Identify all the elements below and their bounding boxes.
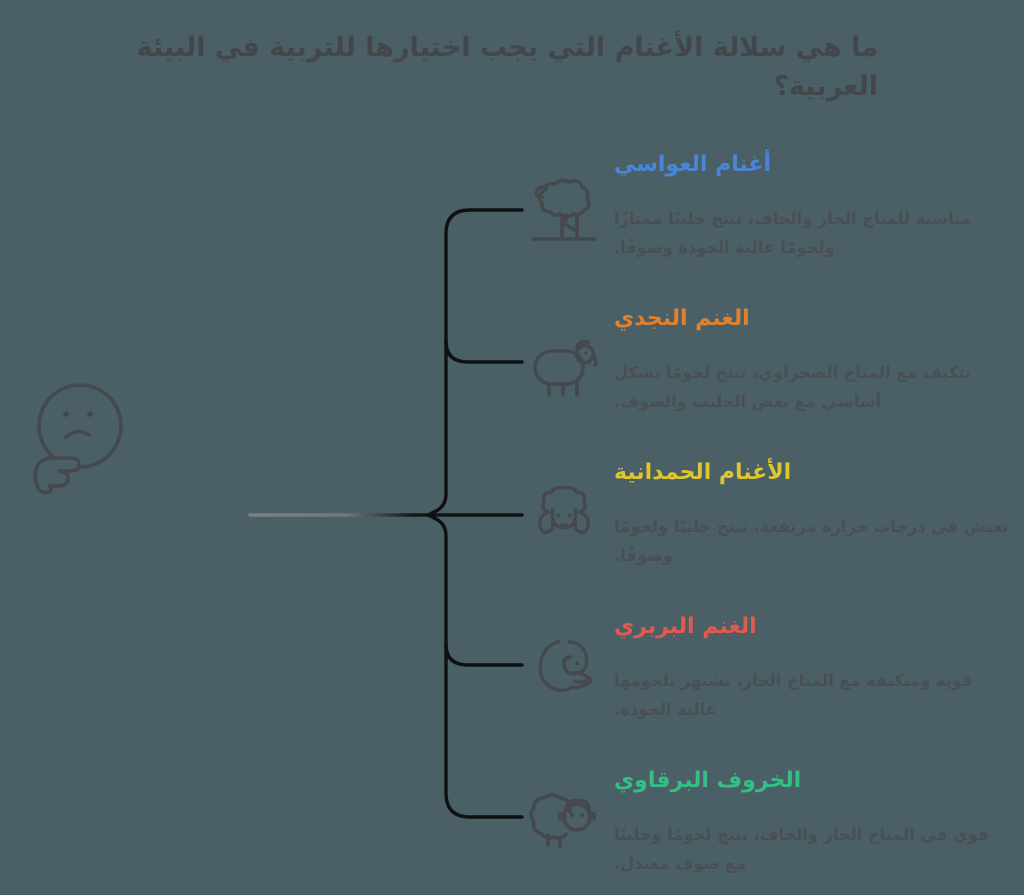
page-title: ما هي سلالة الأغنام التي يجب اختيارها لل… [136, 32, 878, 103]
thinking-face-icon [22, 378, 124, 494]
branch-najdi: الغنم النجدي تتكيف مع المناخ الصحراوي، ت… [614, 304, 1014, 416]
branch-heading: أغنام العواسي [614, 152, 772, 177]
branch-heading: الخروف البرقاوي [614, 768, 802, 793]
sheep-face-icon [528, 482, 600, 562]
branch-heading: الغنم النجدي [614, 306, 750, 331]
branch-awassi: أغنام العواسي مناسبة للمناخ الحار والجاف… [614, 150, 1014, 262]
sheep-jumping-fence-icon [526, 176, 602, 246]
branch-description: تعيش في درجات حرارة مرتفعة، تنتج حليبًا … [614, 517, 1009, 566]
branch-description: قوية ومتكيفة مع المناخ الحار، تشتهر بلحو… [614, 671, 973, 720]
branch-barbari: الغنم البربري قوية ومتكيفة مع المناخ الح… [614, 612, 1014, 724]
standing-sheep-icon [528, 336, 600, 404]
branch-heading: الغنم البربري [614, 614, 757, 639]
branch-description: قوي في المناخ الحار والجاف، ينتج لحومًا … [614, 825, 989, 874]
branch-hamdani: الأغنام الحمدانية تعيش في درجات حرارة مر… [614, 458, 1014, 570]
branch-heading: الأغنام الحمدانية [614, 460, 792, 485]
branch-description: مناسبة للمناخ الحار والجاف، تنتج حليبًا … [614, 209, 971, 258]
branch-description: تتكيف مع المناخ الصحراوي، تنتج لحومًا بش… [614, 363, 971, 412]
branch-barqawi: الخروف البرقاوي قوي في المناخ الحار والج… [614, 766, 1014, 878]
sheep-looking-icon [526, 788, 602, 854]
ram-head-icon [530, 634, 598, 706]
